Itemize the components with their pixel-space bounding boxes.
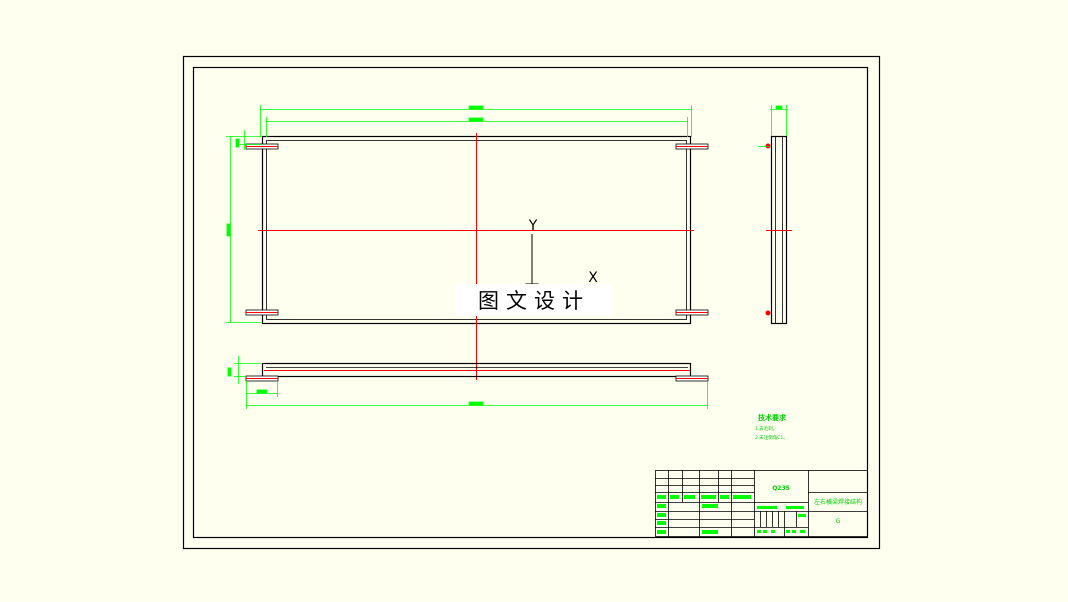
side-view-lug-bottom [765,310,771,316]
technical-requirements: 技术要求 1.去毛刺。 2.未注倒角C1。 [755,413,788,441]
top-view-lug-right [675,375,709,382]
top-view-body [261,362,692,378]
side-view-dimensions [758,105,788,147]
tech-req-line-1: 1.去毛刺。 [755,425,777,432]
mounting-lug-bottom-right [675,309,709,316]
ucs-x-label: X [588,270,598,286]
tech-req-title: 技术要求 [758,413,787,422]
inner-border [192,66,869,539]
ucs-y-label: Y [528,218,538,234]
top-view-lug-left [245,375,279,382]
watermark-label: 图文设计 [456,284,612,316]
side-view [758,105,792,325]
title-block-material: Q235 [772,485,790,492]
front-view: Y X [226,105,709,380]
title-block-part-name: 左右横梁焊接结构 [814,498,862,506]
mounting-lug-top-right [675,143,709,150]
mounting-lug-bottom-left [245,309,279,316]
tech-req-line-2: 2.未注倒角C1。 [755,434,788,441]
top-view-dimensions [227,356,708,409]
outer-border [182,55,881,550]
side-view-lug-top [765,143,771,149]
title-block [655,470,868,537]
front-view-dimensions [226,105,692,323]
mounting-lug-top-left [245,143,279,150]
title-block-green-labels [657,495,806,534]
top-view [227,356,709,409]
title-block-sheet-marker: G [836,518,841,525]
